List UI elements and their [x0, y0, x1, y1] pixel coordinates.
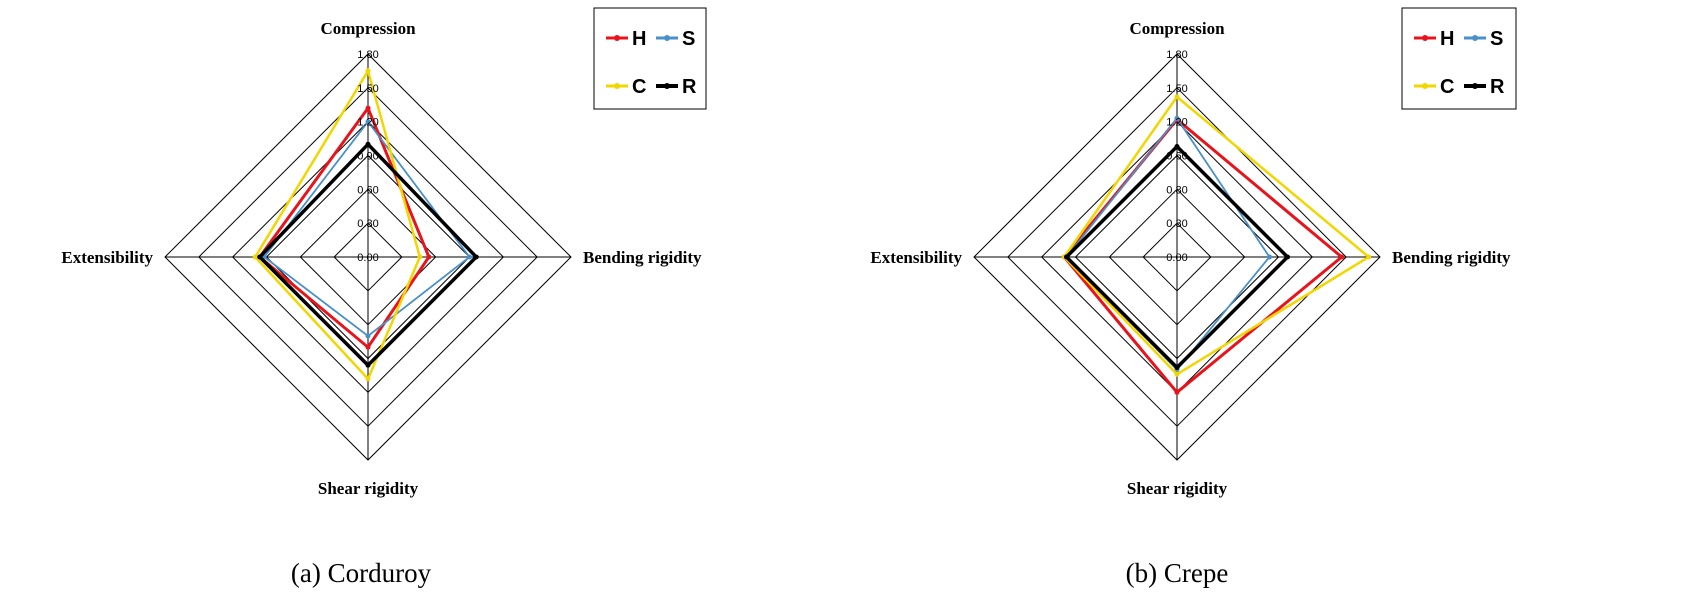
tick-label: 1.80 [357, 49, 378, 61]
tick-label: 0.60 [1166, 151, 1187, 163]
series-h-line [257, 105, 431, 350]
radar-grid [973, 53, 1381, 461]
radar-chart-crepe: 0.00 0.30 0.80 0.60 1.20 1.50 1.80 Compression… [870, 7, 1517, 588]
legend-label-r: R [682, 76, 697, 98]
series-r-point [1174, 365, 1180, 371]
legend-label-h: H [632, 28, 646, 50]
series-r-point [1285, 254, 1291, 260]
legend: H S C R [593, 7, 707, 110]
series-s-point [365, 333, 371, 339]
series-s-point [1266, 254, 1272, 260]
axis-label-extensibility: Extensibility [870, 248, 962, 267]
tick-label: 1.80 [1166, 49, 1187, 61]
caption-corduroy: (a) Corduroy [291, 558, 432, 588]
series-c-point [1174, 371, 1180, 377]
tick-label: 0.60 [357, 184, 378, 196]
series-h-point [1174, 389, 1180, 395]
axis-label-extensibility: Extensibility [61, 248, 153, 267]
legend-label-r: R [1490, 76, 1505, 98]
legend-marker-c [1422, 83, 1428, 89]
tick-label: 1.20 [1166, 117, 1187, 129]
legend-box [1401, 7, 1517, 110]
axis-label-shear-rigidity: Shear rigidity [1127, 479, 1228, 498]
legend-marker-r [1472, 83, 1478, 89]
legend-marker-r [664, 83, 670, 89]
legend-label-c: C [1440, 76, 1454, 98]
legend-label-s: S [682, 28, 695, 50]
legend-marker-h [614, 35, 620, 41]
series-c-line [1062, 95, 1371, 376]
axis-label-shear-rigidity: Shear rigidity [318, 479, 419, 498]
series-h-point [1339, 254, 1345, 260]
legend-marker-h [1422, 35, 1428, 41]
tick-label: 1.20 [357, 117, 378, 129]
series-r-point [365, 362, 371, 368]
axis-label-bending-rigidity: Bending rigidity [1392, 248, 1511, 267]
radar-series [252, 67, 479, 382]
series-h-point [365, 105, 371, 111]
tick-label: 0.30 [1166, 218, 1187, 230]
series-c-point [252, 254, 258, 260]
tick-label: 0.30 [357, 218, 378, 230]
radar-chart-corduroy: 0.00 0.30 0.60 0.90 1.20 1.50 1.80 Compression… [61, 7, 707, 588]
tick-label: 0.00 [1166, 252, 1187, 264]
legend: H S C R [1401, 7, 1517, 110]
series-c-point [417, 254, 423, 260]
tick-label: 0.90 [357, 151, 378, 163]
series-s-point [467, 254, 472, 260]
legend-box [593, 7, 707, 110]
series-h-point [365, 344, 371, 350]
tick-label: 1.50 [1166, 83, 1187, 95]
series-r-point [1174, 143, 1180, 149]
legend-marker-s [664, 35, 670, 41]
series-c-point [1366, 254, 1372, 260]
tick-label: 0.80 [1166, 184, 1187, 196]
radar-ticks: 0.00 0.30 0.80 0.60 1.20 1.50 1.80 [1166, 49, 1187, 264]
axis-label-compression: Compression [1129, 19, 1225, 38]
series-r-point [365, 141, 371, 147]
radar-series [1061, 94, 1372, 395]
series-h-point [426, 254, 432, 260]
series-s-point [365, 119, 371, 125]
series-c-point [365, 68, 371, 74]
legend-marker-s [1472, 35, 1478, 41]
series-r-point [1063, 254, 1069, 260]
series-s-point [1174, 115, 1180, 121]
tick-label: 1.50 [357, 83, 378, 95]
legend-marker-c [614, 83, 620, 89]
axis-label-bending-rigidity: Bending rigidity [583, 248, 702, 267]
caption-crepe: (b) Crepe [1126, 558, 1229, 588]
radar-ticks: 0.00 0.30 0.60 0.90 1.20 1.50 1.80 [357, 49, 378, 264]
series-r-point [473, 254, 479, 260]
axis-label-compression: Compression [320, 19, 416, 38]
series-c-point [365, 376, 371, 382]
series-r-point [257, 254, 263, 260]
legend-label-h: H [1440, 28, 1454, 50]
series-h-line [1062, 117, 1345, 395]
series-c-point [1174, 94, 1180, 100]
legend-label-c: C [632, 76, 646, 98]
tick-label: 0.00 [357, 252, 378, 264]
legend-label-s: S [1490, 28, 1503, 50]
